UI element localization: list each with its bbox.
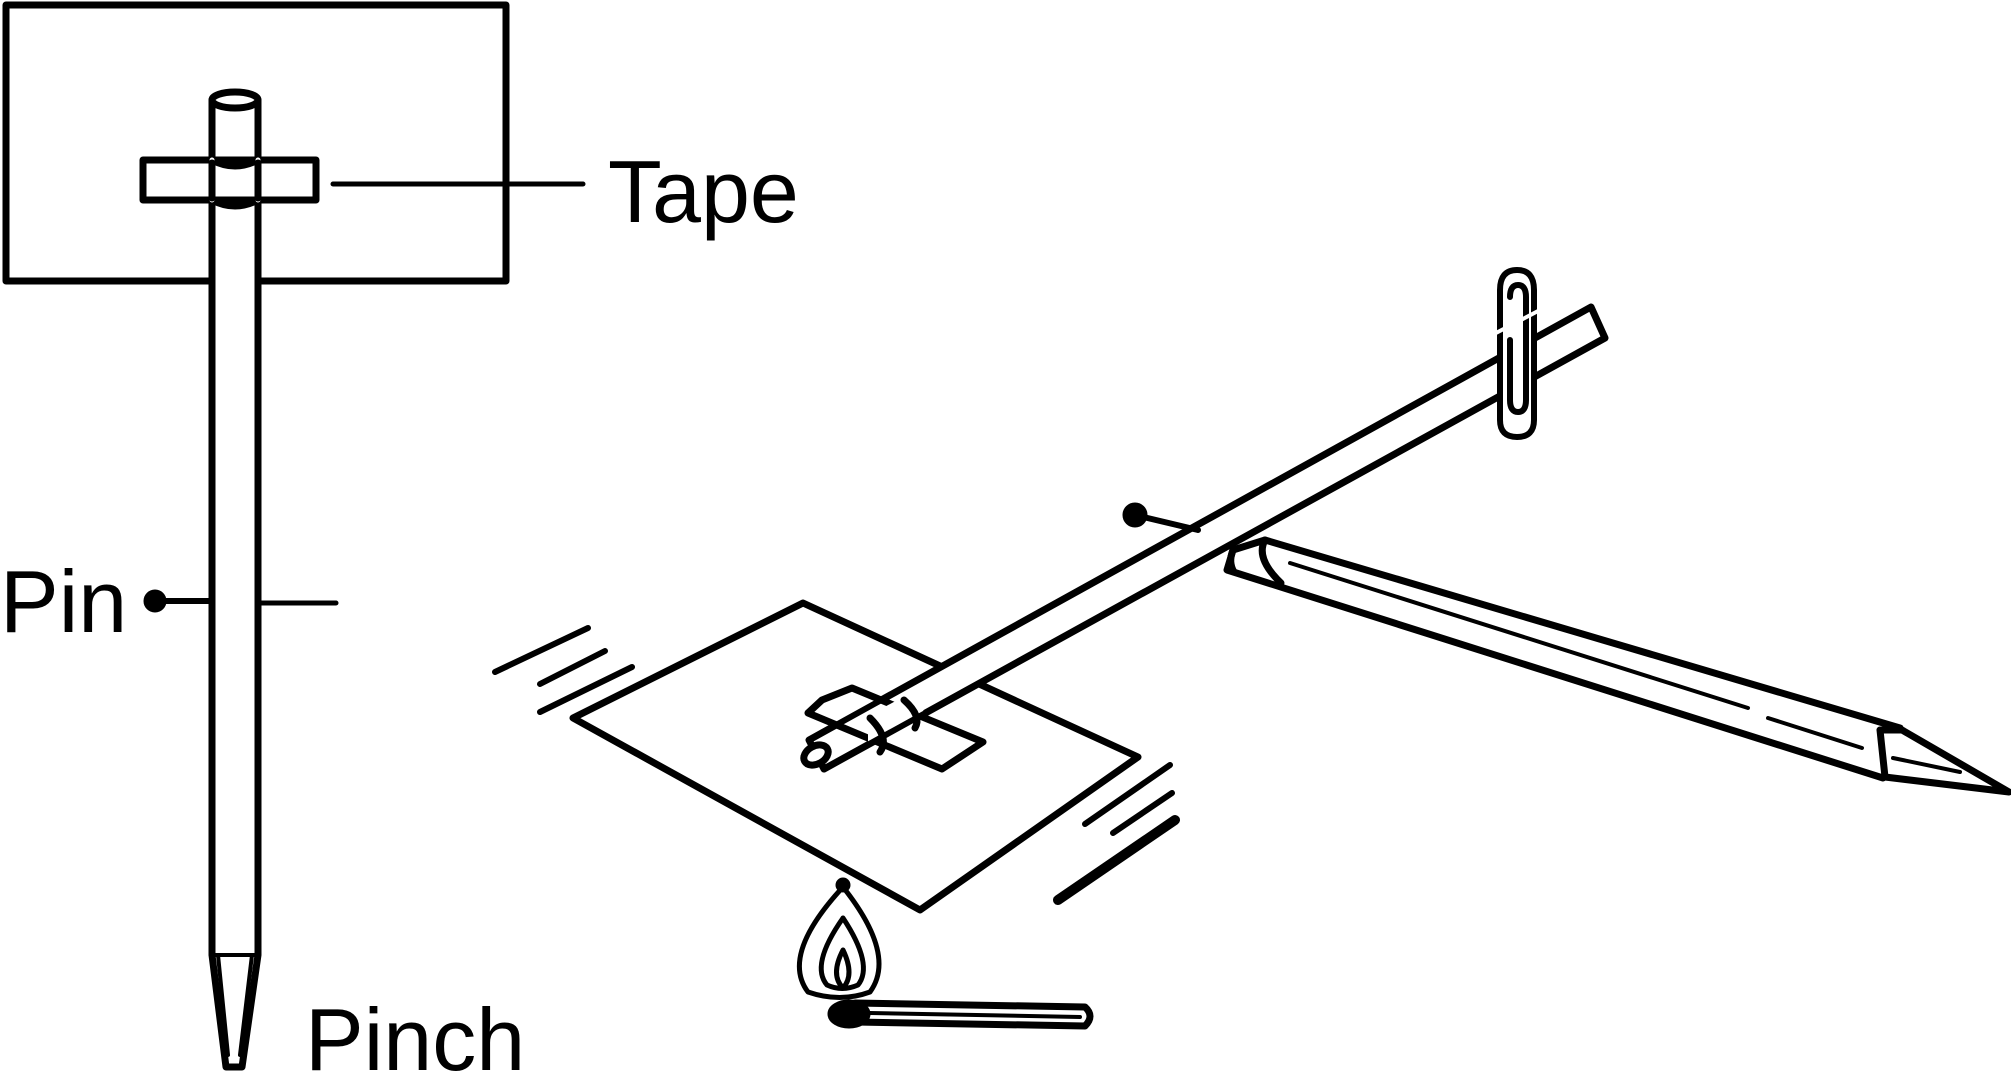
label-pin: Pin — [0, 552, 127, 651]
tape-strip — [139, 156, 320, 210]
match-flame — [796, 877, 882, 1000]
left-view — [2, 1, 586, 1071]
label-pinch: Pinch — [305, 990, 525, 1073]
pencil — [1223, 536, 2011, 796]
pinch-marks — [216, 953, 254, 1057]
straw — [208, 88, 262, 1071]
tilted-pin — [1122, 502, 1201, 533]
paper-clip — [1492, 267, 1542, 440]
motion-lines-left — [492, 625, 635, 715]
right-view — [492, 267, 2011, 1030]
match-stick — [827, 999, 1094, 1030]
label-tape: Tape — [608, 142, 799, 241]
motion-lines-right — [1053, 762, 1180, 905]
pin — [143, 589, 339, 613]
tilted-card — [569, 599, 1142, 914]
tilted-tape-strip — [804, 304, 1608, 773]
